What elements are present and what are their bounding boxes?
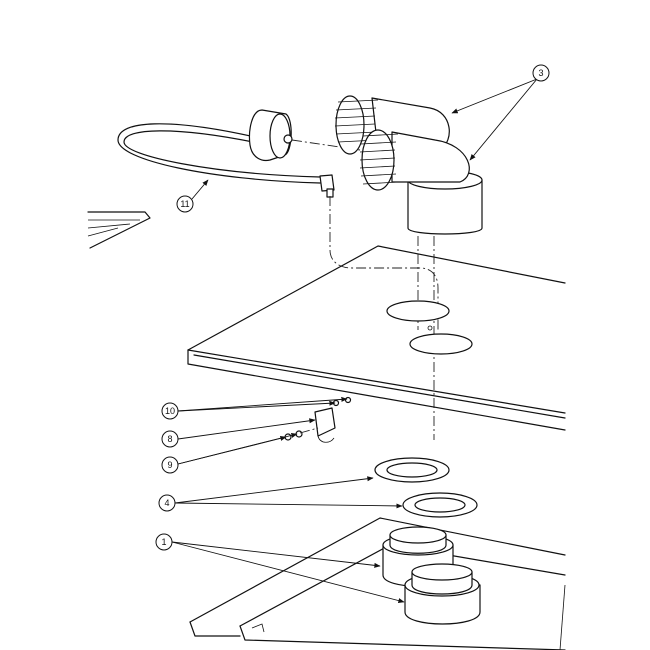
table-top: [187, 245, 566, 431]
base-frame: [189, 517, 566, 650]
leader-lines: [171, 78, 538, 604]
callout-label-1: 1: [161, 537, 166, 547]
panel-fragment: [87, 211, 151, 249]
callout-1: 1: [155, 533, 173, 551]
callout-label-4: 4: [164, 498, 169, 508]
callout-label-8: 8: [167, 434, 172, 444]
callout-label-3: 3: [538, 68, 543, 78]
cable-assembly: [117, 109, 439, 330]
callout-11: 11: [176, 195, 194, 213]
bracket-assembly: [284, 396, 352, 443]
callout-8: 8: [161, 430, 179, 448]
callout-4: 4: [158, 494, 176, 512]
callout-10: 10: [161, 402, 179, 420]
callout-label-11: 11: [180, 199, 189, 209]
callout-label-9: 9: [167, 460, 172, 470]
angle-connector-lower: [359, 129, 483, 440]
callout-label-10: 10: [165, 406, 175, 416]
sleeve-lower: [404, 563, 481, 625]
angle-connector-upper: [334, 95, 450, 155]
callout-3: 3: [532, 64, 550, 82]
ring-washers: [374, 457, 478, 518]
callout-9: 9: [161, 456, 179, 474]
